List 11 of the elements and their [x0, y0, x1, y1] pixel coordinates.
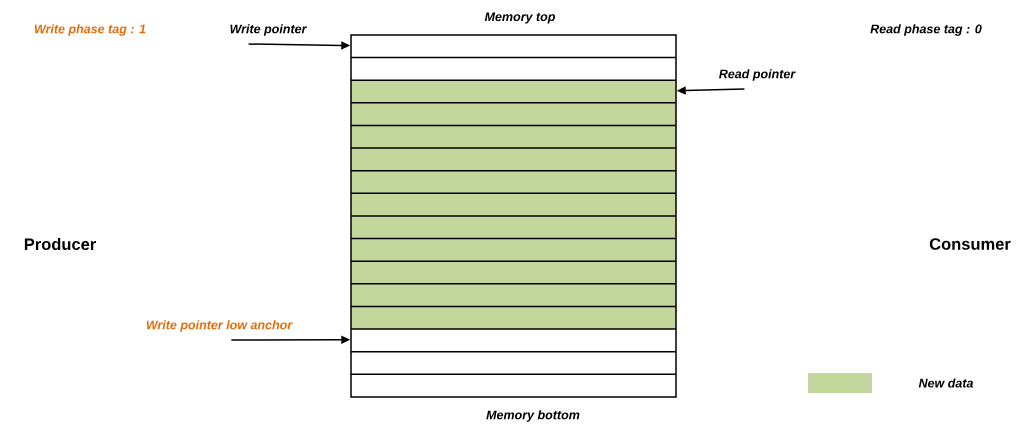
pointer-label: Write pointer low anchor	[146, 320, 293, 332]
pointer-label: Read pointer	[719, 69, 796, 81]
block-caption: Memory bottom	[486, 410, 580, 422]
phase-tag-label: Write phase tag : 1	[34, 24, 146, 36]
pointer-label: Write pointer	[230, 24, 307, 36]
role-label: Producer	[24, 237, 96, 251]
legend-label: New data	[918, 378, 974, 388]
role-label: Consumer	[929, 238, 1011, 250]
memory-block	[350, 34, 677, 398]
block-caption: Memory top	[484, 12, 555, 24]
phase-tag-label: Read phase tag : 0	[870, 24, 982, 36]
